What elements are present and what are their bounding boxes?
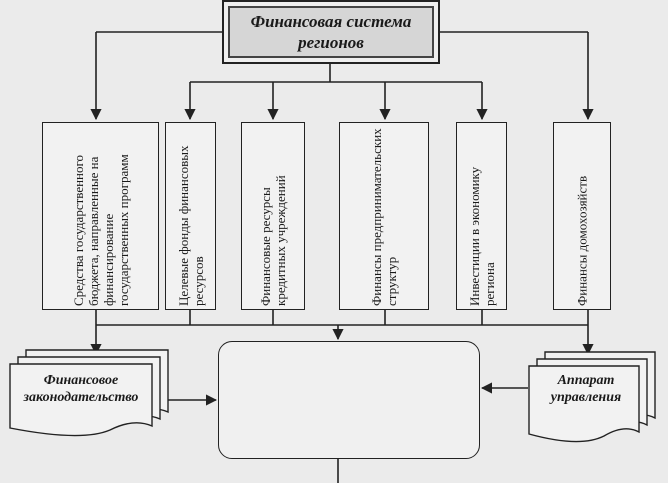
node-label: Финансовые ресурсы кредитных учреждений [258,175,288,306]
node-label: Средства государственного бюджета, напра… [70,154,131,306]
left-document-stack [9,349,169,437]
node-state-budget-programs: Средства государственного бюджета, напра… [42,122,159,310]
node-label: Финансы домохозяйств [574,175,590,306]
center-node [218,341,480,459]
node-business-finance: Финансы предпринимательских структур [339,122,429,310]
node-household-finance: Финансы домохозяйств [553,122,611,310]
node-label: Финансы предпринимательских структур [369,128,399,306]
right-document-stack [528,351,656,443]
node-credit-institutions: Финансовые ресурсы кредитных учреждений [241,122,305,310]
node-target-funds: Целевые фонды финансовых ресурсов [165,122,216,310]
node-regional-investment: Инвестиции в экономику региона [456,122,507,310]
financial-legislation-label: Финансовое законодательство [23,373,139,405]
node-label: Целевые фонды финансовых ресурсов [175,145,206,307]
root-node-financial-system: Финансовая система регионов [222,0,440,64]
management-apparatus-label: Аппарат управления [550,373,622,405]
node-label: Инвестиции в экономику региона [466,166,497,306]
